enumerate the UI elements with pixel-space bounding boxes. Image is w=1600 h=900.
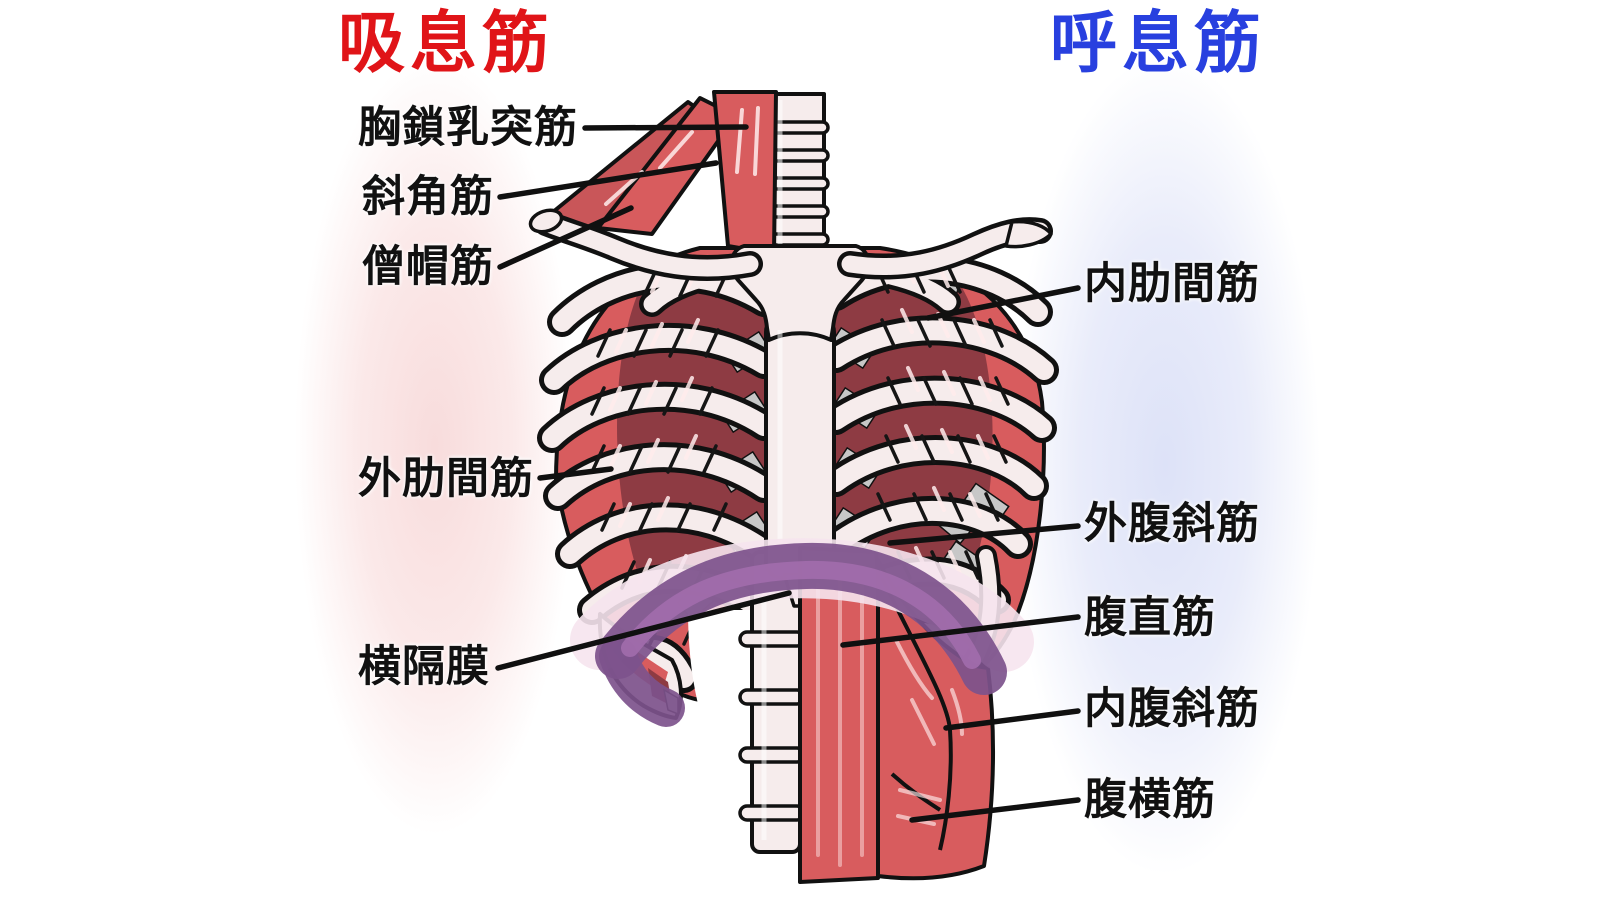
leader-scalene: [497, 160, 719, 200]
label-trapezius: 僧帽筋: [362, 243, 494, 291]
sternocleidomastoid-muscle: [712, 90, 778, 256]
clavicles: [528, 208, 1053, 281]
leader-rectus-abdominis: [840, 614, 1081, 648]
neck-muscles: [546, 90, 778, 256]
label-internal-intercostal: 内肋間筋: [1084, 260, 1260, 308]
label-diaphragm: 横隔膜: [358, 643, 490, 691]
leader-diaphragm: [495, 590, 792, 671]
leader-external-intercostal: [537, 466, 614, 481]
leader-internal-oblique: [943, 708, 1081, 731]
label-sternocleidomastoid: 胸鎖乳突筋: [358, 104, 578, 152]
leader-external-oblique: [887, 523, 1081, 546]
abdominal-gap: [688, 610, 756, 726]
leader-internal-intercostal: [925, 285, 1081, 321]
label-internal-oblique: 内腹斜筋: [1084, 685, 1260, 733]
label-external-intercostal: 外肋間筋: [358, 455, 534, 503]
leader-trapezius: [497, 205, 634, 270]
title-inspiratory: 吸息筋: [338, 6, 554, 81]
label-external-oblique: 外腹斜筋: [1084, 500, 1260, 548]
leader-sternocleidomastoid: [582, 124, 749, 131]
label-scalene: 斜角筋: [362, 173, 494, 221]
label-transversus-abdominis: 腹横筋: [1084, 776, 1216, 824]
leader-lines: [495, 124, 1081, 823]
title-expiratory: 呼息筋: [1050, 6, 1266, 81]
diaphragm-shape: [570, 538, 1034, 727]
leader-transversus-abdominis: [909, 797, 1081, 823]
label-rectus-abdominis: 腹直筋: [1084, 594, 1216, 642]
